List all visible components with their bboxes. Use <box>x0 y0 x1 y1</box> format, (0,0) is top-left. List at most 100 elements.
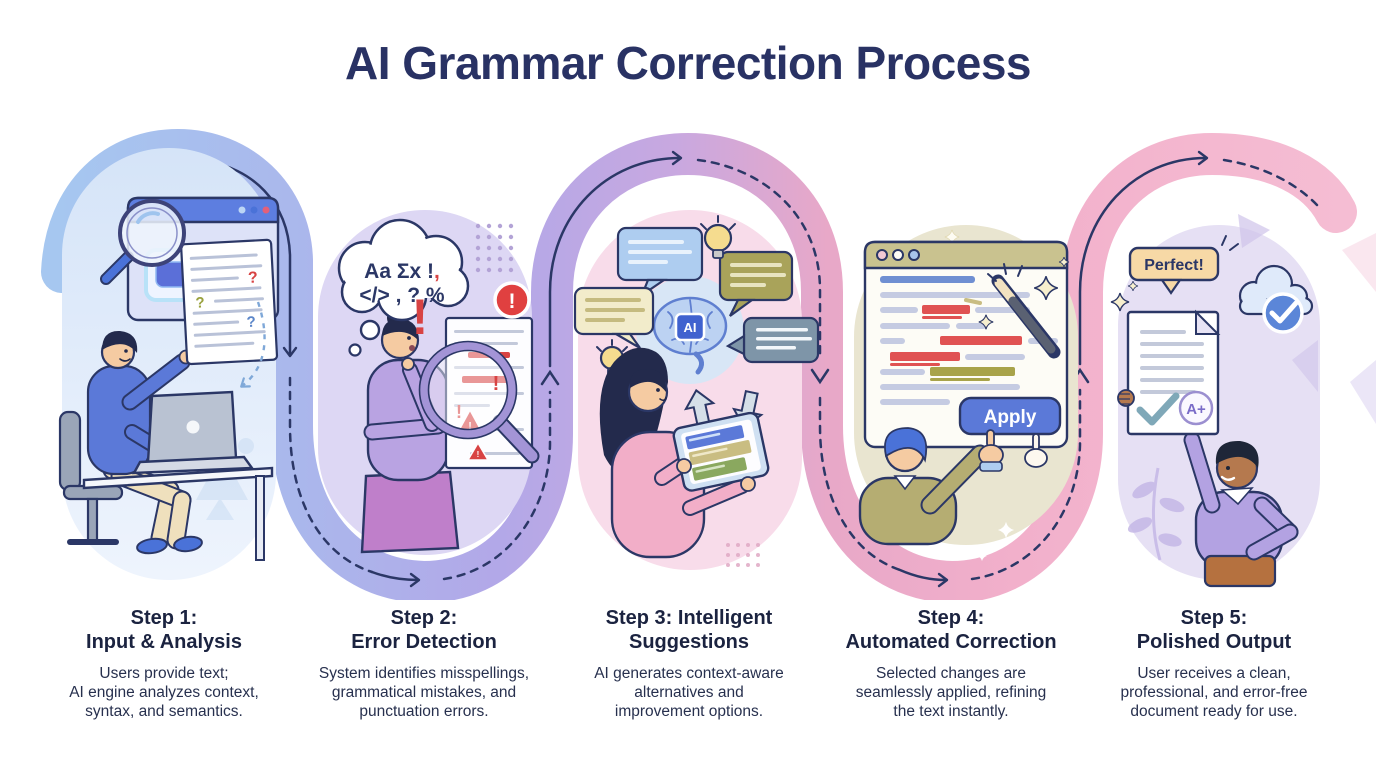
triangle-accent <box>1238 214 1270 248</box>
lens-exclamation: ! <box>493 373 500 395</box>
hand <box>676 458 692 474</box>
hair <box>102 330 138 353</box>
shoe <box>136 537 168 555</box>
leaf-decor <box>1127 467 1185 561</box>
person-clicking <box>858 427 1048 546</box>
thought-symbols-line1: Aa Σx !, <box>364 260 440 283</box>
flow-arrow-arch-1 <box>548 150 683 368</box>
person-presenting <box>1183 431 1299 588</box>
hair <box>884 427 928 463</box>
panel-5-illustration: Perfect! <box>1110 214 1320 588</box>
step-1-caption: Step 1: Input & Analysis Users provide t… <box>29 606 299 721</box>
window-dot <box>250 206 258 214</box>
hair <box>382 318 419 340</box>
flow-arrow-dashed-5 <box>970 388 1082 581</box>
flow-chevron-down-1 <box>810 368 830 385</box>
edge-decor-shapes <box>1342 233 1376 424</box>
question-mark-green: ? <box>195 294 205 311</box>
chair <box>58 410 124 545</box>
step-1-title: Step 1: Input & Analysis <box>86 607 242 654</box>
step-5-description: User receives a clean, professional, and… <box>1120 664 1308 721</box>
step-3-title: Step 3: Intelligent Suggestions <box>605 607 773 654</box>
checkmark-icon <box>1136 392 1180 426</box>
dots-grid <box>475 223 514 273</box>
hair <box>1215 440 1259 468</box>
speech-bubble-icon <box>718 250 794 317</box>
flow-arrow-right-2 <box>898 568 949 588</box>
step-2-title: Step 2: Error Detection <box>351 607 497 654</box>
page-fold <box>1195 309 1221 335</box>
step-5-caption: Step 5: Polished Output User receives a … <box>1079 606 1349 721</box>
warning-badge-icon: ! <box>493 281 531 319</box>
question-mark-blue: ? <box>246 314 256 331</box>
panel-3-illustration: AI <box>573 210 820 570</box>
shoe <box>173 535 203 553</box>
perfect-bubble-label: Perfect! <box>1144 257 1204 274</box>
hand <box>401 357 415 371</box>
cloud-check-icon <box>1238 264 1314 334</box>
svg-text:!: ! <box>468 421 471 432</box>
window-dot <box>876 249 888 261</box>
step-3-caption: Step 3: Intelligent Suggestions AI gener… <box>554 606 824 721</box>
apply-button-label: Apply <box>984 407 1037 428</box>
cursor-hand-icon <box>978 429 1004 472</box>
step-4-description: Selected changes are seamlessly applied,… <box>855 664 1047 721</box>
collar <box>893 475 917 491</box>
magic-wand-icon <box>964 256 1070 359</box>
document-icon: ? ? ? <box>180 238 279 366</box>
step-4-caption: Step 4: Automated Correction Selected ch… <box>816 606 1086 721</box>
flow-arrow-dashed-4 <box>818 396 902 572</box>
ai-chip-label: AI <box>684 320 697 335</box>
triangle-accent <box>1292 340 1318 392</box>
flow-arrow-dashed-2 <box>442 390 552 581</box>
laptop-icon <box>131 390 255 475</box>
editor-window-icon: Apply <box>863 240 1069 449</box>
speech-bubble-icon <box>725 316 820 364</box>
brain-ai-icon: AI <box>636 276 744 384</box>
question-mark-red: ? <box>248 269 259 286</box>
flow-arrow-dashed-1 <box>288 376 374 574</box>
step-1-description: Users provide text; AI engine analyzes c… <box>69 664 259 721</box>
svg-text:!: ! <box>509 290 516 313</box>
magnifier-icon <box>100 199 186 285</box>
window-dot <box>238 206 246 214</box>
thought-bubble-trail <box>348 343 362 357</box>
flow-arrows <box>203 150 1320 588</box>
polished-document-icon: A+ <box>1117 309 1221 436</box>
grade-badge-label: A+ <box>1186 401 1206 418</box>
step-4-title: Step 4: Automated Correction <box>845 607 1057 654</box>
flow-arrow-dashed-3 <box>696 158 822 362</box>
panel-2-illustration: Aa Σx !, </> , ? % ! ! ! <box>318 210 540 555</box>
step-2-caption: Step 2: Error Detection System identifie… <box>289 606 559 721</box>
window-dot <box>262 206 270 214</box>
thought-symbols-line2: </> , ? % <box>359 284 445 307</box>
pants <box>1203 554 1277 588</box>
magnifier-icon: ! <box>418 340 540 464</box>
person-with-tablet <box>599 347 770 559</box>
exclamation-mark: ! <box>412 289 429 345</box>
hand <box>740 476 756 492</box>
apply-button: Apply <box>958 396 1062 436</box>
panel-1-illustration: ? ? ? <box>58 148 280 580</box>
flow-arrow-right-1 <box>370 570 421 588</box>
panel-4-illustration: Apply <box>854 225 1078 561</box>
step-5-title: Step 5: Polished Output <box>1136 607 1292 654</box>
thought-cloud-icon: Aa Σx !, </> , ? % <box>337 218 470 357</box>
speech-bubble-icon <box>573 286 655 349</box>
page-title: AI Grammar Correction Process <box>345 37 1032 89</box>
perfect-bubble: Perfect! <box>1110 235 1239 312</box>
step-3-description: AI generates context-aware alternatives … <box>594 664 784 721</box>
tablet-icon <box>672 411 770 492</box>
cursor-hand-icon <box>1024 433 1048 468</box>
desk <box>82 466 274 561</box>
checkmark-icon <box>1269 300 1299 324</box>
skirt <box>360 470 460 554</box>
window-dot <box>892 249 904 261</box>
torso <box>86 364 152 476</box>
window-dot <box>908 249 920 261</box>
ai-chip <box>674 312 706 342</box>
lightbulb-icon <box>700 215 736 259</box>
dots-grid <box>726 543 760 567</box>
process-illustration: ? ? ? <box>41 128 1376 600</box>
